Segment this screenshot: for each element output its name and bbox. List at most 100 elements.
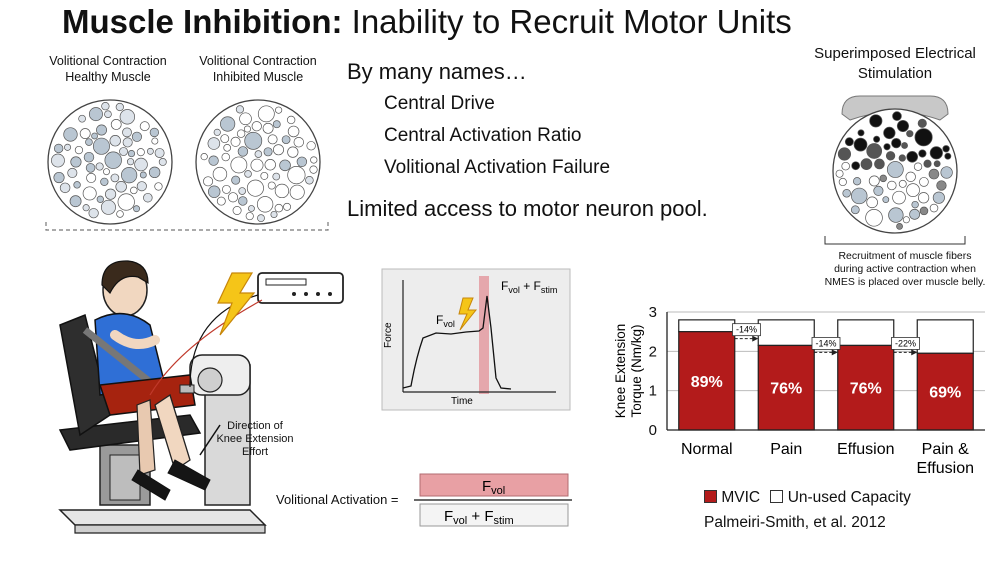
muscle-fiber	[243, 125, 251, 133]
muscle-fiber	[940, 166, 953, 179]
muscle-fiber	[866, 143, 883, 159]
fvol-sub: vol	[443, 319, 455, 329]
stimulator-screen	[265, 278, 307, 286]
legend-swatch-mvic	[704, 490, 717, 503]
muscle-fiber	[942, 145, 950, 153]
recruitment-note: Recruitment of muscle fibers during acti…	[815, 250, 995, 289]
muscle-fiber	[109, 135, 121, 147]
y-tick-label: 3	[649, 304, 657, 321]
y-tick-label: 0	[649, 422, 657, 439]
muscle-fiber	[918, 192, 930, 204]
muscle-fiber	[83, 151, 95, 163]
legend-label-unused: Un-used Capacity	[787, 489, 911, 506]
muscle-fiber	[64, 143, 72, 151]
force-ylabel: Force	[383, 322, 394, 348]
muscle-fiber	[208, 185, 221, 198]
muscle-fiber	[117, 193, 135, 211]
muscle-fiber	[235, 105, 245, 114]
muscle-fiber	[116, 210, 124, 218]
muscle-fiber	[127, 150, 136, 158]
muscle-fiber	[246, 179, 264, 197]
knee-direction-label: Direction of Knee Extension Effort	[210, 420, 300, 459]
healthy-label-line2: Healthy Muscle	[65, 70, 151, 84]
muscle-fiber	[892, 190, 906, 205]
bar-unused-capacity	[757, 319, 815, 347]
healthy-muscle-diagram	[47, 99, 173, 225]
healthy-label-line1: Volitional Contraction	[49, 54, 167, 68]
muscle-fiber	[238, 196, 248, 206]
muscle-fiber	[914, 128, 933, 147]
muscle-fiber	[251, 121, 262, 132]
muscle-fiber	[842, 189, 851, 198]
muscle-fiber	[936, 180, 947, 191]
muscle-fiber	[860, 158, 873, 170]
muscle-fiber	[283, 202, 291, 211]
muscle-fiber	[267, 134, 278, 145]
crossed-arms	[110, 330, 160, 349]
muscle-fiber	[287, 125, 300, 138]
bar-percent-label: 69%	[929, 385, 961, 402]
force-curve	[402, 295, 512, 390]
muscle-fiber	[67, 167, 78, 178]
muscle-fiber	[82, 204, 90, 212]
muscle-fiber	[896, 119, 909, 133]
muscle-fiber	[844, 137, 854, 147]
muscle-fiber	[306, 141, 316, 151]
muscle-fiber	[79, 128, 91, 139]
muscle-fiber	[110, 119, 122, 130]
muscle-fiber	[891, 138, 902, 149]
muscle-fiber	[70, 156, 82, 168]
muscle-fiber	[865, 209, 883, 227]
x-tick-label: Effusion	[837, 441, 895, 458]
muscle-fiber	[835, 169, 844, 178]
muscle-fiber	[158, 157, 167, 166]
muscle-fiber	[244, 131, 263, 150]
muscle-fiber	[851, 161, 861, 171]
muscle-fiber	[82, 186, 97, 201]
muscle-fiber	[885, 151, 896, 161]
muscle-fiber	[134, 157, 148, 172]
muscle-fiber	[886, 161, 904, 178]
muscle-fiber	[898, 154, 906, 162]
muscle-fiber	[149, 127, 160, 138]
muscle-fiber	[136, 148, 145, 157]
muscle-fiber	[906, 183, 920, 197]
muscle-fiber	[78, 114, 86, 123]
muscle-fiber	[115, 181, 127, 193]
muscle-fiber	[882, 196, 890, 203]
inhibited-muscle-diagram	[195, 99, 321, 225]
recruitment-line1: Recruitment of muscle fibers	[838, 250, 972, 262]
muscle-fiber	[105, 188, 117, 200]
muscle-fiber	[53, 171, 65, 184]
bar-percent-label: 89%	[691, 374, 723, 391]
stim-heading-line2: Stimulation	[857, 65, 933, 82]
muscle-fiber	[88, 107, 103, 122]
muscle-fiber	[866, 196, 878, 209]
change-label-box	[732, 323, 761, 337]
muscle-fiber	[850, 205, 860, 215]
lightning-bolt-icon	[217, 272, 256, 336]
muscle-fiber	[289, 184, 305, 200]
muscle-fiber	[63, 127, 78, 142]
muscle-fiber	[254, 150, 263, 158]
fstim-sub1: vol	[508, 285, 520, 295]
shoe	[167, 459, 211, 491]
inhibited-label-line2: Inhibited Muscle	[212, 70, 304, 84]
other-shoe	[131, 469, 171, 501]
change-label-box	[811, 337, 841, 350]
muscle-fiber	[919, 206, 929, 216]
muscle-fiber	[887, 180, 897, 191]
muscle-fiber	[841, 161, 850, 171]
title-bold: Muscle Inhibition:	[62, 3, 343, 40]
muscle-fiber	[220, 134, 230, 144]
healthy-muscle-label: Volitional Contraction Healthy Muscle	[38, 53, 178, 85]
muscle-fiber	[250, 158, 264, 172]
bar-percent-label: 76%	[850, 381, 882, 398]
muscle-fiber	[122, 127, 132, 138]
y-tick-label: 2	[649, 343, 657, 360]
muscle-fiber	[868, 175, 880, 187]
muscle-fiber	[296, 156, 308, 167]
muscle-fiber	[119, 109, 136, 125]
dynamometer-illustration	[58, 260, 344, 534]
den-plus: + F	[467, 508, 493, 525]
